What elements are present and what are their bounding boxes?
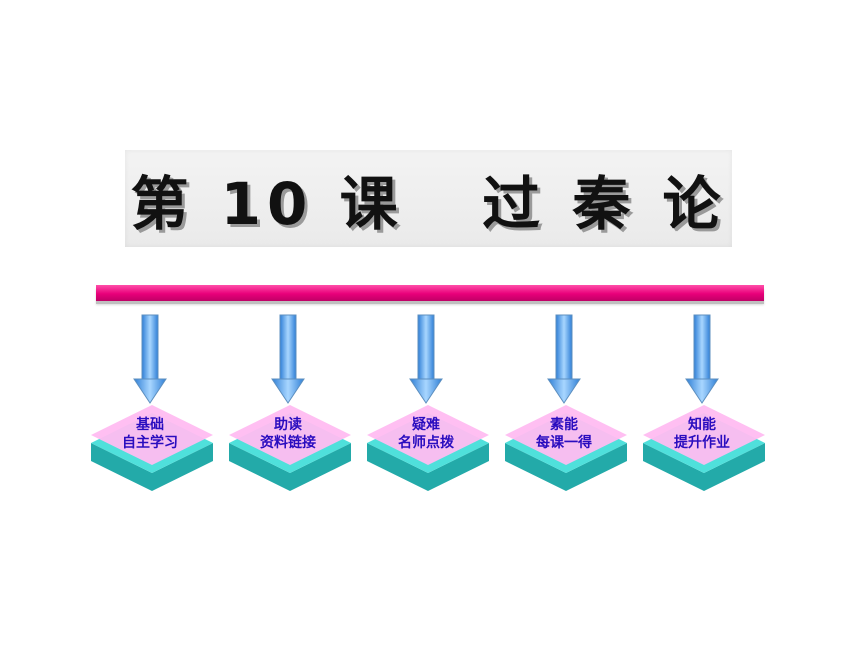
node-label-line2: 每课一得 [536, 435, 592, 451]
node-label-line2: 自主学习 [122, 435, 178, 451]
lesson-title: 第 10 课 过 秦 论 [130, 169, 727, 238]
diamond-tile [643, 405, 765, 491]
node-label: 助读 资料链接 [229, 416, 347, 452]
node-label-line1: 基础 [136, 417, 164, 433]
nav-node-jichu[interactable]: 基础 自主学习 [91, 313, 221, 503]
diamond-tile [367, 405, 489, 491]
node-label-line2: 名师点拨 [398, 435, 454, 451]
node-label-line1: 疑难 [412, 417, 440, 433]
node-label-line2: 提升作业 [674, 435, 730, 451]
node-label-line1: 助读 [274, 417, 302, 433]
down-arrow-icon [271, 314, 305, 404]
title-banner: 第 10 课 过 秦 论 [125, 150, 732, 247]
node-label-line1: 知能 [688, 417, 716, 433]
divider-bar [96, 285, 764, 301]
node-label: 疑难 名师点拨 [367, 416, 485, 452]
nav-node-zhineng[interactable]: 知能 提升作业 [643, 313, 773, 503]
node-label: 基础 自主学习 [91, 416, 209, 452]
diamond-tile [91, 405, 213, 491]
node-label-line1: 素能 [550, 417, 578, 433]
down-arrow-icon [547, 314, 581, 404]
node-label-line2: 资料链接 [260, 435, 316, 451]
down-arrow-icon [409, 314, 443, 404]
nav-node-suneng[interactable]: 素能 每课一得 [505, 313, 635, 503]
nav-node-zhudu[interactable]: 助读 资料链接 [229, 313, 359, 503]
diamond-tile [229, 405, 351, 491]
nav-node-yinan[interactable]: 疑难 名师点拨 [367, 313, 497, 503]
node-label: 素能 每课一得 [505, 416, 623, 452]
node-label: 知能 提升作业 [643, 416, 761, 452]
diamond-tile [505, 405, 627, 491]
down-arrow-icon [685, 314, 719, 404]
down-arrow-icon [133, 314, 167, 404]
